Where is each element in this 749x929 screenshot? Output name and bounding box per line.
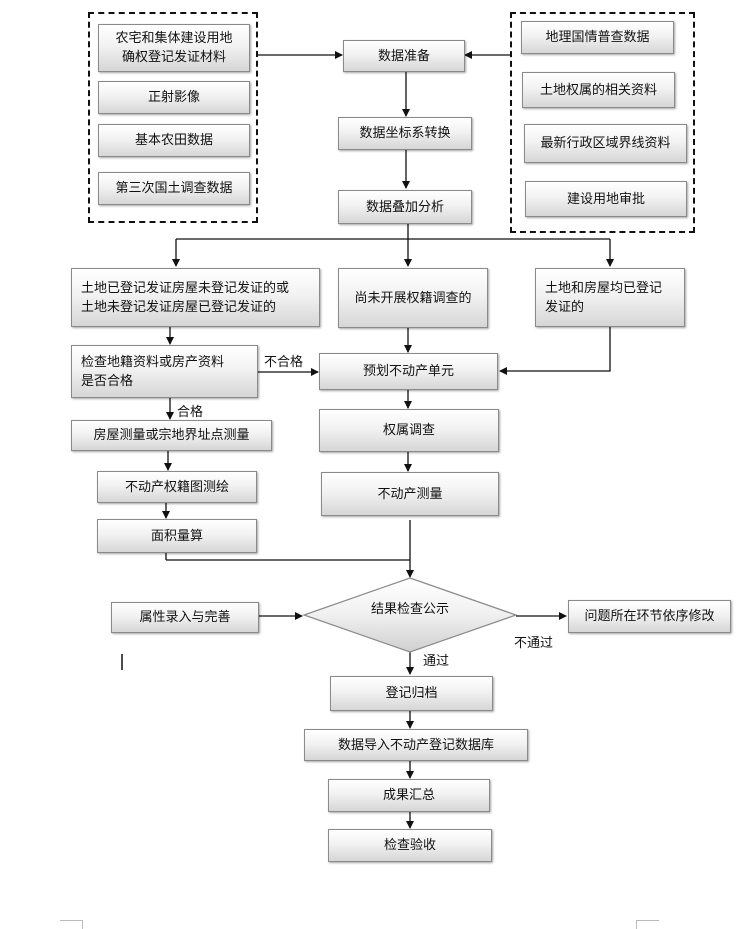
node-ownership-survey[interactable]: 权属调查: [319, 409, 499, 452]
label-pass: 通过: [423, 654, 450, 669]
diamond-result-check[interactable]: [302, 577, 518, 653]
group-left-sources: [88, 12, 258, 223]
group-right-sources: [510, 12, 695, 233]
node-pre-divide-unit[interactable]: 预划不动产单元: [319, 353, 498, 390]
node-data-preparation[interactable]: 数据准备: [343, 40, 465, 72]
node-fix-issues[interactable]: 问题所在环节依序修改: [568, 600, 731, 633]
node-overlay-analysis[interactable]: 数据叠加分析: [338, 190, 472, 224]
node-check-records[interactable]: 检查地籍资料或房产资料 是否合格: [71, 345, 258, 398]
label-pass-check: 合格: [177, 405, 204, 420]
node-branch-fully-registered[interactable]: 土地和房屋均已登记 发证的: [535, 268, 685, 327]
node-import-database[interactable]: 数据导入不动产登记数据库: [304, 729, 528, 761]
node-area-calculation[interactable]: 面积量算: [97, 519, 257, 553]
node-construction-approval[interactable]: 建设用地审批: [525, 181, 687, 217]
label-fail: 不合格: [264, 355, 304, 370]
node-geo-census-data[interactable]: 地理国情普查数据: [521, 21, 674, 54]
page-corner-right: [636, 920, 659, 929]
node-orthophoto[interactable]: 正射影像: [98, 81, 250, 114]
node-farmland-data[interactable]: 基本农田数据: [98, 124, 250, 157]
node-inspection-acceptance[interactable]: 检查验收: [328, 829, 492, 862]
node-cadastral-mapping[interactable]: 不动产权籍图测绘: [97, 471, 257, 503]
node-collective-land-materials[interactable]: 农宅和集体建设用地 确权登记发证材料: [98, 24, 250, 72]
node-real-estate-survey[interactable]: 不动产测量: [321, 472, 499, 516]
page-corner-left: [60, 920, 83, 929]
node-archive[interactable]: 登记归档: [330, 676, 493, 711]
label-not-pass: 不通过: [514, 636, 554, 651]
diamond-label: 结果检查公示: [370, 602, 449, 617]
node-coordinate-conversion[interactable]: 数据坐标系转换: [338, 117, 472, 150]
node-results-summary[interactable]: 成果汇总: [328, 779, 490, 812]
node-admin-boundary-data[interactable]: 最新行政区域界线资料: [524, 124, 687, 163]
node-house-or-parcel-survey[interactable]: 房屋测量或宗地界址点测量: [71, 420, 272, 451]
edge-c3-to-unit: [499, 327, 611, 375]
node-attribute-entry[interactable]: 属性录入与完善: [111, 602, 259, 633]
node-land-ownership-data[interactable]: 土地权属的相关资料: [522, 72, 675, 108]
node-branch-partial-registered[interactable]: 土地已登记发证房屋未登记发证的或 土地未登记发证房屋已登记发证的: [71, 268, 320, 327]
node-branch-not-surveyed[interactable]: 尚未开展权籍调查的: [338, 268, 488, 328]
node-third-land-survey[interactable]: 第三次国土调查数据: [98, 172, 250, 205]
